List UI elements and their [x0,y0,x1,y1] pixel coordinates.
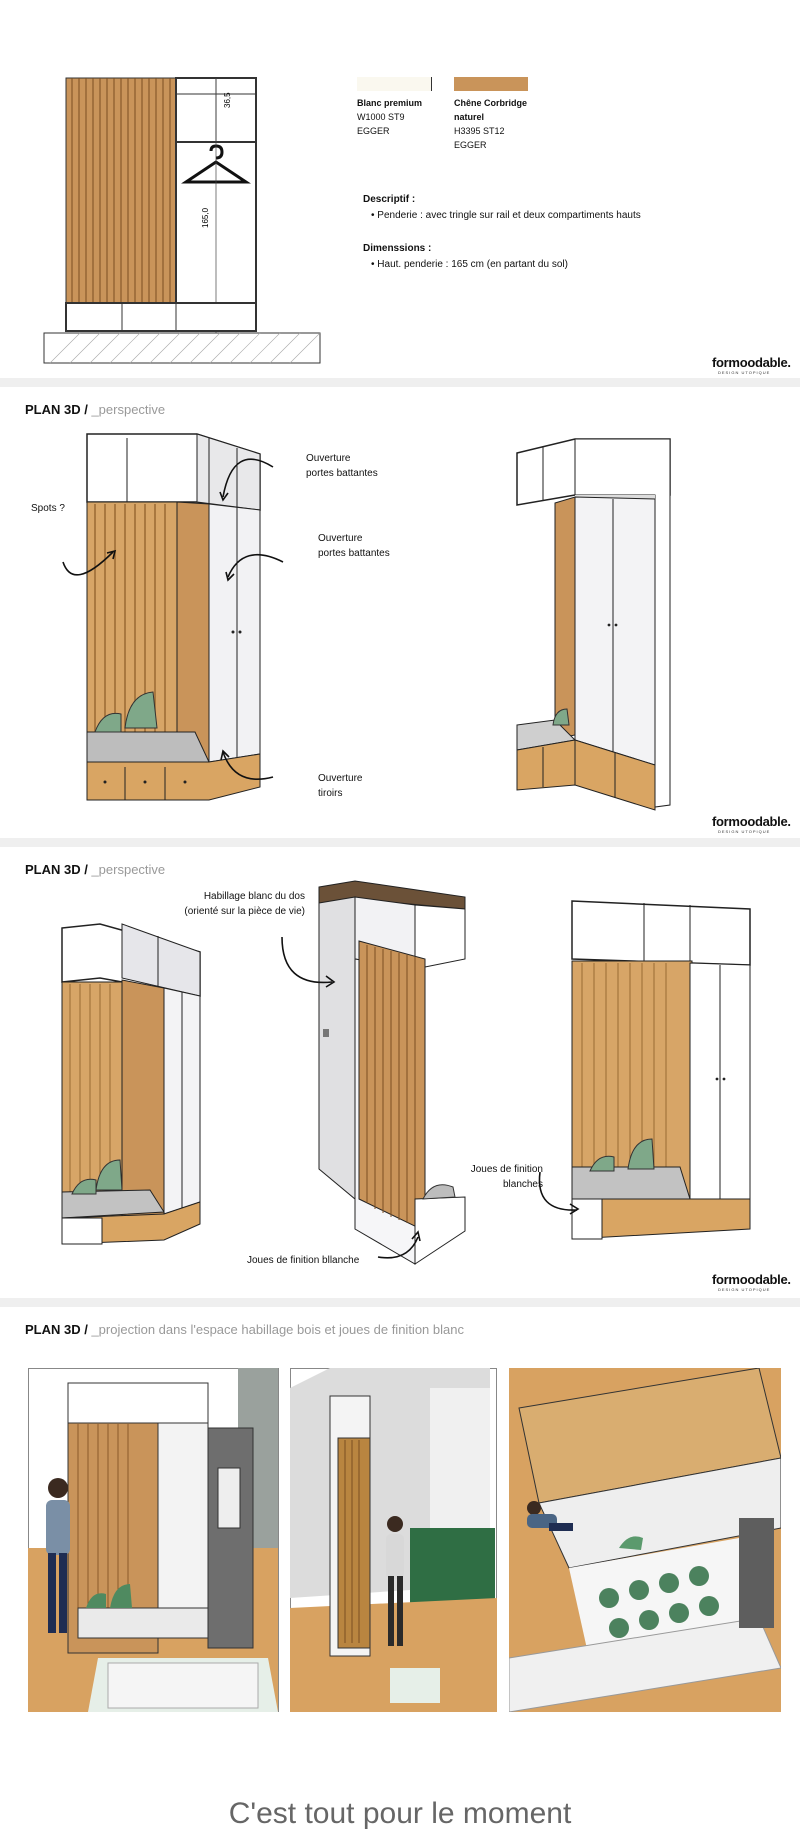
plan-title: PLAN 3D / _perspective [25,862,165,877]
descriptif-title: Descriptif : [363,194,416,205]
dimensions-item: • Haut. penderie : 165 cm (en partant du… [371,259,568,270]
person-figure [46,1478,70,1633]
plan-title-bold: PLAN 3D / [25,402,88,417]
plan-3d-perspective-1: PLAN 3D / _perspective [0,387,800,838]
annotation-drawers: Ouverture tiroirs [318,771,362,801]
brand-tagline: DESIGN UTOPIQUE [718,1287,771,1292]
brand-logo: formoodable. [712,1272,791,1287]
plan-title-bold: PLAN 3D / [25,862,88,877]
elevation-drawing: 36,5 165,0 [43,77,321,364]
annotation-arrows [62,458,284,781]
render-back [318,880,466,1265]
brand-tagline: DESIGN UTOPIQUE [718,370,771,375]
material-name-2: naturel [454,112,485,122]
person-figure [527,1501,573,1531]
projection-render-2 [290,1368,497,1712]
plan-title-sub: _perspective [87,862,166,877]
render-left [61,923,201,1245]
person-figure [386,1516,404,1646]
plan-title: PLAN 3D / _projection dans l'espace habi… [25,1322,464,1337]
projection-render-3 [509,1368,781,1712]
material-oak: Chêne Corbridge naturel H3395 ST12 EGGER [454,96,564,152]
render-side-view [516,438,671,811]
dim-height-label: 165,0 [201,207,210,228]
projection-render-1 [28,1368,279,1712]
annotation-line: Ouverture [306,453,351,464]
render-right [571,900,751,1240]
annotation-line: Habillage blanc du dos [203,891,305,902]
annotation-line: Ouverture [318,533,363,544]
plan-title-sub: _projection dans l'espace habillage bois… [87,1322,464,1337]
annotation-line: tiroirs [318,788,343,799]
dim-top-label: 36,5 [223,92,232,108]
annotation-joues: Joues de finition blanches [440,1162,543,1192]
annotation-line: Joues de finition [470,1164,543,1175]
plan-title: PLAN 3D / _perspective [25,402,165,417]
brand-logo: formoodable. [712,355,791,370]
plan-title-bold: PLAN 3D / [25,1322,88,1337]
plan-3d-perspective-2: PLAN 3D / _perspective [0,847,800,1298]
annotation-line: portes battantes [306,468,378,479]
material-name: Chêne Corbridge [454,98,528,108]
annotation-back: Habillage blanc du dos (orienté sur la p… [175,889,305,919]
brand-tagline: DESIGN UTOPIQUE [718,829,771,834]
plan-3d-projection: PLAN 3D / _projection dans l'espace habi… [0,1307,800,1830]
annotation-doors-top: Ouverture portes battantes [306,451,378,481]
dimensions-text: Haut. penderie : 165 cm (en partant du s… [377,259,568,270]
annotation-line: Ouverture [318,773,363,784]
annotation-arrows [281,936,580,1259]
section-divider [0,378,800,387]
annotation-doors-mid: Ouverture portes battantes [318,531,390,561]
render-front-view [86,433,261,801]
brand-logo: formoodable. [712,814,791,829]
dimensions-title: Dimenssions : [363,243,432,254]
descriptif-text: Penderie : avec tringle sur rail et deux… [377,210,641,221]
descriptif-item: • Penderie : avec tringle sur rail et de… [371,210,641,221]
material-ref: H3395 ST12 [454,126,505,136]
section-divider [0,1298,800,1307]
annotation-line: blanches [502,1179,543,1190]
annotation-line: portes battantes [318,548,390,559]
annotation-spots: Spots ? [31,503,65,514]
section-divider [0,838,800,847]
material-brand: EGGER [454,140,487,150]
technical-sheet: 36,5 165,0 Blanc premium W1000 ST9 EGGER… [0,0,800,378]
swatch-white [357,77,432,91]
material-brand: EGGER [357,126,390,136]
annotation-line: (orienté sur la pièce de vie) [184,906,305,917]
material-white: Blanc premium W1000 ST9 EGGER [357,96,447,138]
plan-title-sub: _perspective [87,402,166,417]
closing-message: C'est tout pour le moment [228,1797,572,1830]
swatch-oak [454,77,528,91]
material-ref: W1000 ST9 [357,112,405,122]
annotation-joues-bottom: Joues de finition bllanche [247,1255,360,1266]
material-name: Blanc premium [357,98,423,108]
